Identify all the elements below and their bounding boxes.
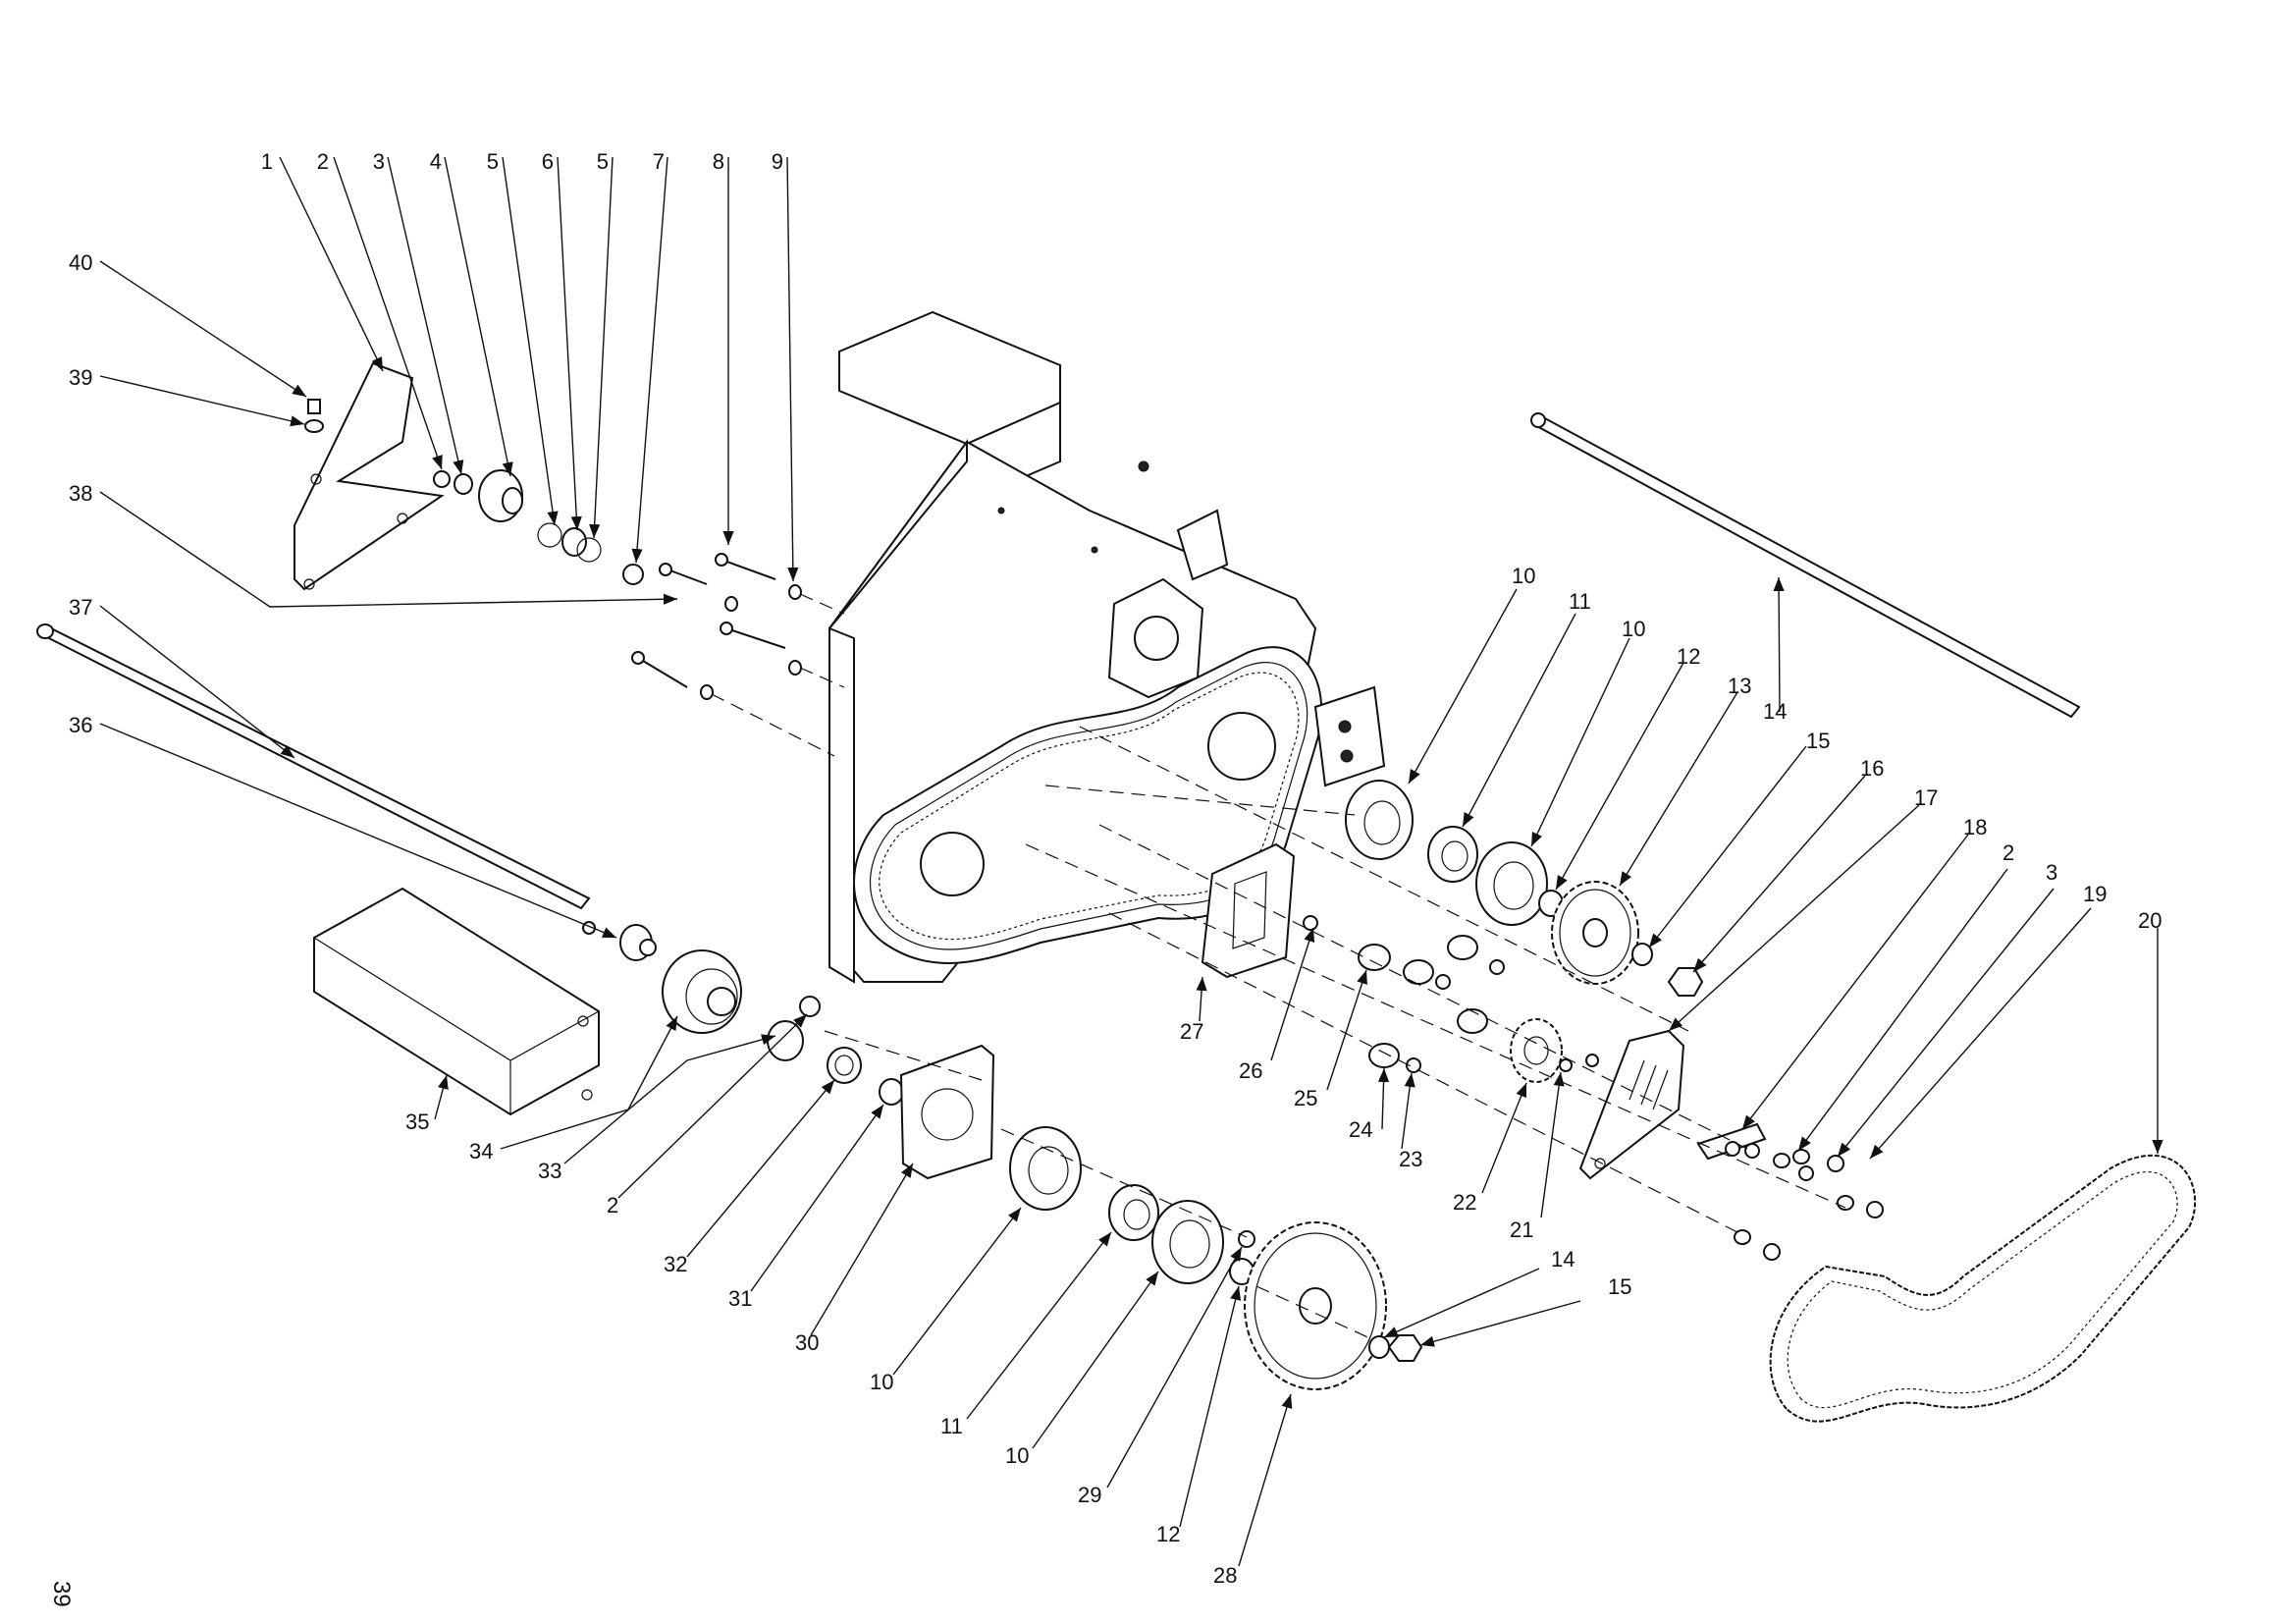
callout-33: 33: [538, 1159, 561, 1183]
sprocket-part-22: [1510, 1018, 1563, 1083]
callout-28: 28: [1213, 1563, 1237, 1588]
callout-2-right: 2: [2002, 840, 2014, 865]
callout-14-lower: 14: [1551, 1247, 1575, 1272]
callout-6: 6: [542, 149, 554, 174]
bushing-part-33: [767, 996, 821, 1061]
callout-13: 13: [1728, 674, 1751, 698]
guard-plate-part-1: [294, 361, 445, 591]
callout-19: 19: [2083, 882, 2107, 906]
callout-9: 9: [772, 149, 783, 174]
flange-part-10-lower-b: [1151, 1200, 1224, 1284]
callout-3: 3: [373, 149, 385, 174]
bearing-part-11-upper: [1427, 826, 1478, 883]
callout-22: 22: [1453, 1190, 1476, 1215]
bolts-and-washers-7-8-9: [631, 553, 845, 757]
callout-10-upper-b: 10: [1622, 617, 1645, 641]
sprocket-part-13: [1551, 881, 1639, 985]
guard-cover-part-35: [313, 887, 600, 1116]
callout-24: 24: [1349, 1117, 1372, 1142]
bearing-part-32: [827, 1047, 862, 1084]
washer-part-39: [304, 419, 324, 433]
callout-37: 37: [69, 595, 92, 620]
page-number: 39: [48, 1581, 75, 1607]
callout-1: 1: [261, 149, 273, 174]
callout-26: 26: [1239, 1058, 1262, 1083]
washer-part-15-upper: [1631, 943, 1653, 966]
main-housing: [828, 310, 1386, 984]
callout-10-upper-a: 10: [1512, 564, 1535, 588]
callout-29: 29: [1078, 1483, 1101, 1507]
callout-labels: 1 2 3 4 5 6 5 7 8 9 40 39 38 37 36 35 34…: [69, 149, 2162, 1588]
callout-31: 31: [728, 1286, 752, 1311]
callout-18: 18: [1963, 815, 1987, 839]
shaft-part-14-upper: [1530, 412, 2081, 719]
callout-10-lower-b: 10: [1005, 1443, 1029, 1468]
callout-5: 5: [487, 149, 499, 174]
callout-34: 34: [469, 1139, 493, 1164]
flange-part-10-upper-b: [1475, 841, 1548, 926]
bearing-part-11-lower: [1108, 1184, 1159, 1241]
callout-20: 20: [2138, 908, 2162, 933]
washer-part-21: [1559, 1058, 1573, 1072]
idler-roller-stack: [433, 469, 644, 585]
sprocket-part-28: [1244, 1221, 1387, 1390]
flange-part-10-lower-a: [1009, 1126, 1082, 1211]
washer-part-14-lower: [1368, 1335, 1390, 1359]
callout-11-lower: 11: [940, 1414, 963, 1438]
callout-15-lower: 15: [1608, 1274, 1631, 1299]
callout-16: 16: [1860, 756, 1884, 781]
idler-bracket-part-27: [1201, 842, 1296, 979]
callout-2: 2: [317, 149, 329, 174]
callout-23: 23: [1399, 1147, 1422, 1171]
bolt-part-40: [307, 399, 321, 414]
callout-14-upper: 14: [1763, 699, 1787, 724]
callout-27: 27: [1180, 1019, 1203, 1044]
callout-12-lower: 12: [1156, 1522, 1180, 1546]
washers-nuts-2-3-19: [1734, 1149, 1884, 1261]
callout-5b: 5: [597, 149, 609, 174]
callout-15-upper: 15: [1806, 729, 1830, 753]
flange-part-10-upper-a: [1345, 780, 1414, 860]
washer-part-31: [879, 1078, 904, 1106]
callout-38: 38: [69, 481, 92, 506]
callout-10-lower-a: 10: [870, 1370, 893, 1394]
callout-36: 36: [69, 713, 92, 737]
spacers-and-pins-23-26: [1303, 915, 1505, 1073]
assembly-centerlines: [824, 726, 1846, 1341]
callout-12-upper: 12: [1677, 644, 1700, 669]
callout-leaders: [99, 156, 2163, 1567]
callout-7: 7: [653, 149, 665, 174]
callout-17: 17: [1914, 785, 1938, 810]
callout-25: 25: [1294, 1086, 1317, 1110]
shaft-part-37: [36, 623, 591, 910]
bearing-plate-part-30: [899, 1044, 995, 1180]
callout-11-upper: 11: [1569, 589, 1591, 614]
tensioner-bolt-part-18: [1696, 1122, 1767, 1161]
callout-2-lower: 2: [607, 1193, 618, 1218]
tensioner-plate-part-17: [1578, 1029, 1685, 1180]
callout-4: 4: [430, 149, 442, 174]
callout-21: 21: [1510, 1218, 1533, 1242]
callout-35: 35: [405, 1110, 429, 1134]
callout-32: 32: [664, 1252, 687, 1276]
callout-8: 8: [713, 149, 724, 174]
callout-40: 40: [69, 250, 92, 275]
callout-3-right: 3: [2046, 860, 2057, 885]
nut-part-15-lower: [1387, 1334, 1423, 1362]
key-part-29: [1238, 1230, 1255, 1248]
nut-part-16: [1667, 967, 1704, 997]
roller-chain-part-20: [1769, 1154, 2197, 1423]
sprocket-hub-part-34: [662, 949, 742, 1034]
callout-39: 39: [69, 365, 92, 390]
coupler-part-36: [582, 921, 657, 961]
callout-30: 30: [795, 1330, 819, 1355]
